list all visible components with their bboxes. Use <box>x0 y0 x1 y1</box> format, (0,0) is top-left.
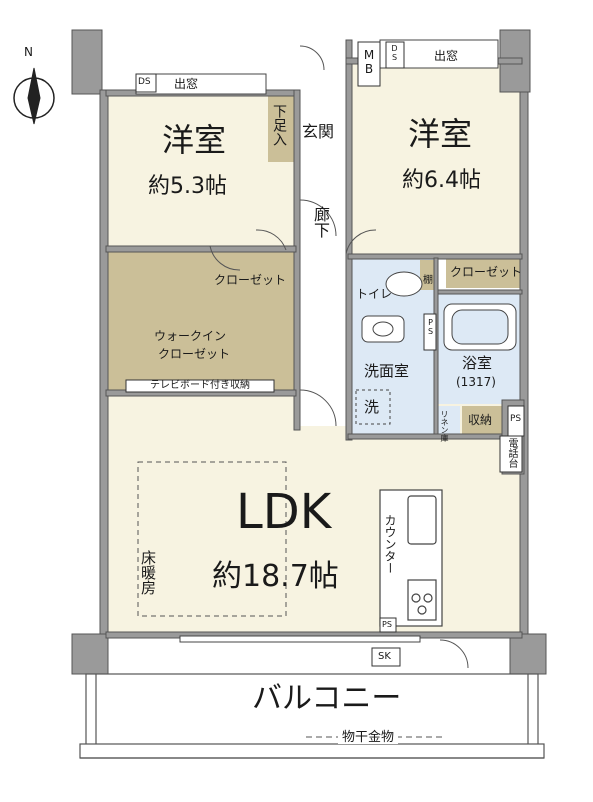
shoe-cabinet <box>268 96 294 162</box>
wall-pillar-tl <box>71 29 103 95</box>
closet-1-label: クローゼット <box>214 273 287 287</box>
bath-size: (1317) <box>456 375 496 389</box>
walkin-closet-label-1: ウォークイン <box>154 329 227 343</box>
western-room-1-name: 洋室 <box>162 121 227 159</box>
corridor-label: 廊下 <box>311 206 330 238</box>
balcony-label: バルコニー <box>252 681 402 716</box>
ps-3-label: PS <box>382 620 392 629</box>
entrance-label: 玄関 <box>302 122 335 141</box>
counter-label: カウンター <box>383 514 397 574</box>
western-room-2-name: 洋室 <box>408 115 473 153</box>
ldk-name: LDK <box>236 484 332 540</box>
closet-2 <box>446 258 520 288</box>
linen-label: リネン庫 <box>440 410 449 442</box>
ps-2-label: PS <box>510 414 522 424</box>
bay-window-2-label: 出窓 <box>434 49 459 63</box>
western-room-2-floor <box>350 62 520 256</box>
wall-pillar-br <box>509 633 547 675</box>
compass-icon <box>13 67 55 125</box>
tv-storage-label: テレビボード付き収納 <box>150 380 250 391</box>
ldk-size: 約18.7帖 <box>212 559 339 594</box>
storage-label: 収納 <box>468 413 493 427</box>
walkin-closet-label-2: クローゼット <box>158 347 231 361</box>
ds-1-label: DS <box>138 77 151 87</box>
toilet-label: トイレ <box>356 287 393 301</box>
ps-1-label: PS <box>426 318 435 336</box>
bath-label: 浴室 <box>462 354 493 372</box>
sk-label: SK <box>378 651 391 662</box>
drying-rack-label: 物干金物 <box>338 731 399 744</box>
corridor-floor <box>296 96 348 426</box>
western-room-1-size: 約5.3帖 <box>148 174 227 199</box>
shoe-cabinet-label: 下足入 <box>271 104 287 146</box>
cabinet-label: 棚 <box>423 275 433 286</box>
bay-window-1-label: 出窓 <box>174 77 199 91</box>
washer-label: 洗 <box>364 398 380 416</box>
phone-stand-label: 電話台 <box>506 438 517 468</box>
wall-pillar-bl <box>71 633 109 675</box>
ds-2-label: DS <box>390 44 399 62</box>
north-label: N <box>24 45 33 59</box>
floor-heating-label: 床暖房 <box>139 550 157 595</box>
closet-2-label: クローゼット <box>450 265 523 279</box>
washroom-label: 洗面室 <box>364 362 410 380</box>
closet-1 <box>208 262 294 294</box>
western-room-1-floor <box>108 96 294 248</box>
storage <box>462 406 504 436</box>
western-room-2-size: 約6.4帖 <box>402 168 481 193</box>
mb-label: MB <box>362 48 376 76</box>
